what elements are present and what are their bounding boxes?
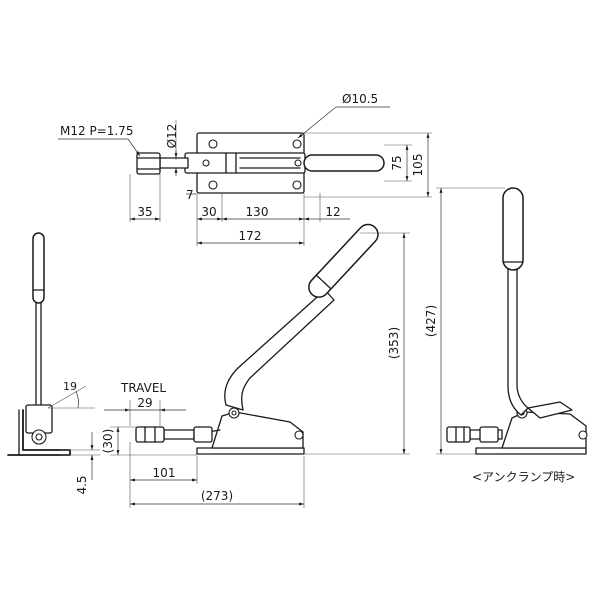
unclamp-body — [501, 411, 587, 449]
dim-30: 30 — [201, 205, 216, 219]
dim-273: (273) — [201, 489, 233, 503]
end-view-grip — [32, 232, 45, 304]
dim-30-side: (30) — [101, 429, 115, 454]
pivot-pin — [202, 159, 210, 167]
unclamp-nut — [446, 426, 471, 443]
dim-130: 130 — [246, 205, 269, 219]
dim-101: 101 — [153, 466, 176, 480]
side-plunger — [163, 429, 195, 440]
unclamp-lever — [507, 267, 529, 416]
dim-172: 172 — [239, 229, 262, 243]
unclamp-view: (427) <アンクランプ時> — [424, 187, 588, 484]
side-lever — [224, 289, 335, 411]
plunger-rod — [159, 157, 189, 169]
side-body — [211, 411, 304, 449]
unclamp-base — [475, 447, 587, 455]
dim-105: 105 — [411, 154, 425, 177]
pin-diameter-label: Ø10.5 — [342, 92, 378, 106]
side-pivot — [294, 430, 304, 440]
side-base — [196, 447, 305, 455]
dim-4-5: 4.5 — [75, 475, 89, 494]
side-nut — [135, 426, 165, 443]
dim-427: (427) — [424, 305, 438, 337]
dim-7: 7 — [186, 188, 194, 202]
angle-19: 19 — [63, 380, 77, 393]
dim-353: (353) — [387, 327, 401, 359]
travel-value: 29 — [137, 396, 152, 410]
unclamp-link — [527, 401, 573, 419]
mount-hole — [292, 180, 302, 190]
mount-hole — [208, 180, 218, 190]
side-grip — [308, 223, 379, 298]
handle-grip — [303, 154, 385, 172]
mount-hole — [208, 139, 218, 149]
travel-label: TRAVEL — [120, 381, 166, 395]
mount-hole — [292, 139, 302, 149]
side-view: TRAVEL 29 (30) 4.5 101 (273) (353) — [60, 223, 410, 508]
dim-35: 35 — [137, 205, 152, 219]
dim-75: 75 — [390, 155, 404, 170]
rod-diameter-label: Ø12 — [165, 124, 179, 149]
end-view-body — [25, 404, 53, 434]
plunger-nut — [136, 152, 161, 175]
end-view: 19 — [7, 232, 95, 456]
top-view: M12 P=1.75 Ø10.5 Ø12 7 35 30 130 12 172 — [58, 92, 432, 246]
unclamp-caption: <アンクランプ時> — [472, 470, 575, 484]
unclamp-grip — [502, 187, 524, 271]
pivot-pin — [294, 159, 302, 167]
dim-12: 12 — [325, 205, 340, 219]
thread-callout: M12 P=1.75 — [60, 124, 133, 138]
